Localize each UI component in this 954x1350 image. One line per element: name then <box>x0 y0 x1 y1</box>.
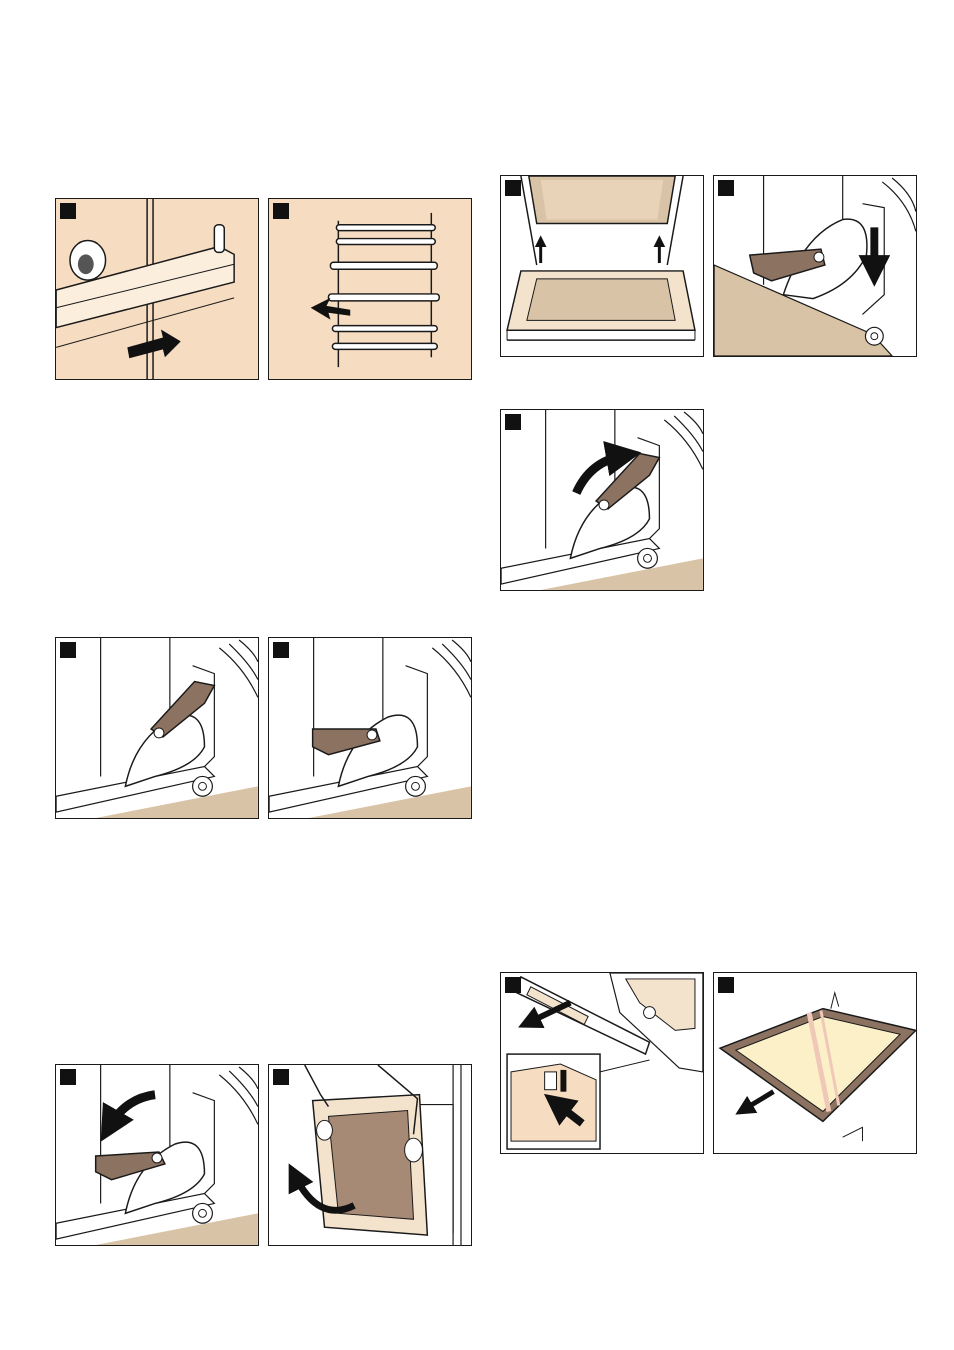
door-glass-slide-out-illustration <box>714 973 916 1153</box>
fig-hinge-closed <box>268 637 472 819</box>
step-marker <box>505 977 521 993</box>
fig-hinge-swing-up <box>500 409 704 591</box>
step-marker <box>273 1069 289 1085</box>
fig-hinge-push-down <box>713 175 917 357</box>
fig-trim-release <box>500 972 704 1154</box>
step-marker <box>505 414 521 430</box>
step-marker <box>60 642 76 658</box>
hinge-lever-push-down-illustration <box>714 176 916 356</box>
door-trim-release-illustration <box>501 973 703 1153</box>
hinge-lever-swing-up-illustration <box>501 410 703 590</box>
fig-door-glass-lift <box>500 175 704 357</box>
shelf-rack-remove-illustration <box>269 199 471 379</box>
fig-hinge-open <box>55 637 259 819</box>
hinge-lever-open-illustration <box>56 638 258 818</box>
hinge-lever-closed-illustration <box>269 638 471 818</box>
step-marker <box>60 203 76 219</box>
fig-rail-slide <box>55 198 259 380</box>
step-marker <box>718 977 734 993</box>
fig-glass-slide-out <box>713 972 917 1154</box>
step-marker <box>273 642 289 658</box>
fig-door-lift-off <box>268 1064 472 1246</box>
fig-hinge-swing-down <box>55 1064 259 1246</box>
hinge-lever-swing-down-illustration <box>56 1065 258 1245</box>
step-marker <box>505 180 521 196</box>
door-glass-lift-illustration <box>501 176 703 356</box>
step-marker <box>60 1069 76 1085</box>
door-lift-off-illustration <box>269 1065 471 1245</box>
fig-shelf-rack <box>268 198 472 380</box>
step-marker <box>718 180 734 196</box>
step-marker <box>273 203 289 219</box>
rail-slide-right-illustration <box>56 199 258 379</box>
